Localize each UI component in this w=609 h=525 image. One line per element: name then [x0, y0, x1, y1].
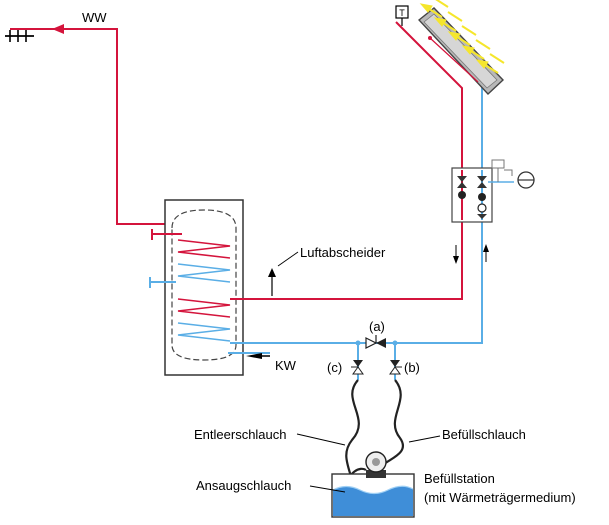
valve-b-label: (b) [404, 360, 420, 375]
solar-pump-station [451, 167, 493, 223]
fill-hose [383, 379, 404, 465]
storage-tank [149, 199, 244, 376]
hot-water-line [10, 24, 170, 225]
filling-station [331, 473, 415, 518]
ww-label: WW [82, 10, 107, 25]
befuellstation-label: Befüllstation [424, 471, 495, 486]
solar-heat-exchanger-coil [177, 298, 231, 342]
pump-icon [365, 451, 387, 478]
valve-b[interactable] [389, 360, 402, 375]
medium-label: (mit Wärmeträgermedium) [424, 490, 576, 505]
tap-icon [5, 30, 34, 42]
luftabscheider-label: Luftabscheider [300, 245, 386, 260]
solar-collector [417, 7, 504, 95]
valve-a[interactable] [365, 335, 386, 349]
sun-ray-icon [419, 0, 505, 74]
sensor-label: T [399, 8, 405, 18]
air-separator-arrow-icon [268, 268, 276, 296]
ansaugschlauch-label: Ansaugschlauch [196, 478, 291, 493]
kw-label: KW [275, 358, 297, 373]
upper-heat-exchanger-coil [177, 239, 231, 283]
valve-c[interactable] [351, 360, 364, 375]
solar-return-line [230, 80, 483, 344]
expansion-vessel-icon [488, 159, 535, 189]
kw-arrow-icon [246, 353, 262, 359]
flow-direction-arrows [453, 244, 489, 264]
entleerschlauch-label: Entleerschlauch [194, 427, 287, 442]
befuellschlauch-label: Befüllschlauch [442, 427, 526, 442]
drain-hose [345, 379, 360, 489]
valve-a-label: (a) [369, 319, 385, 334]
valve-c-label: (c) [327, 360, 342, 375]
temperature-sensor: T [395, 5, 409, 26]
